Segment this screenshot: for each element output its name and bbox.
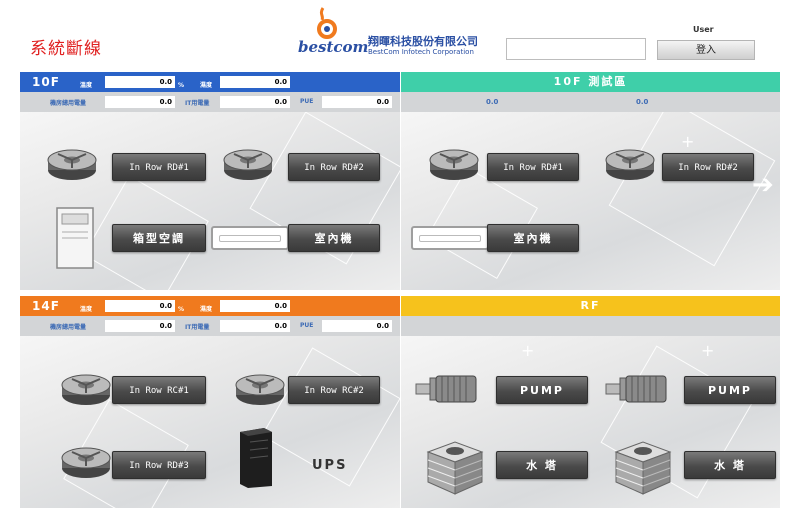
bar-10f-test: 10F 測試區 — [401, 72, 780, 92]
cooling-tower-icon — [614, 441, 672, 495]
in-row-rd3-button-14f[interactable]: In Row RD#3 — [112, 451, 206, 479]
in-row-rd1-button-10f[interactable]: In Row RD#1 — [112, 153, 206, 181]
temp-label-10f: 溫度 — [80, 82, 93, 89]
pue-label-10f: PUE — [300, 98, 314, 105]
in-row-rd2-button-10f[interactable]: In Row RD#2 — [288, 153, 380, 181]
fan-unit-icon — [61, 447, 111, 478]
it-value-14f: 0.0 — [220, 320, 290, 332]
company-name-en: BestCom Infotech Corporation — [368, 48, 474, 56]
test-value-1: 0.0 — [486, 98, 499, 106]
temp-value-10f: 0.0 — [105, 76, 175, 88]
ups-rack-icon — [240, 428, 272, 488]
in-row-rc1-button-14f[interactable]: In Row RC#1 — [112, 376, 206, 404]
company-name-cn: 翔暉科技股份有限公司 — [368, 35, 478, 48]
humid-value-10f: 0.0 — [220, 76, 290, 88]
indoor-unit-button-10f[interactable]: 室內機 — [288, 224, 380, 252]
it-value-10f: 0.0 — [220, 96, 290, 108]
login-button[interactable]: 登入 — [657, 40, 755, 60]
in-row-rc2-button-14f[interactable]: In Row RC#2 — [288, 376, 380, 404]
area-label-10f-test: 10F 測試區 — [553, 75, 628, 88]
pump-button-2[interactable]: PUMP — [684, 376, 776, 404]
pue-label-14f: PUE — [300, 322, 314, 329]
bar-rf: RF — [401, 296, 780, 316]
power-label-10f: 機房總用電量 — [50, 100, 87, 107]
temp-value-14f: 0.0 — [105, 300, 175, 312]
fan-unit-icon — [235, 374, 285, 405]
power-label-14f: 機房總用電量 — [50, 324, 87, 331]
box-ac-button[interactable]: 箱型空調 — [112, 224, 206, 252]
pump-button-1[interactable]: PUMP — [496, 376, 588, 404]
test-value-2: 0.0 — [636, 98, 649, 106]
humid-label-14f: 濕度 — [200, 306, 213, 313]
area-label-rf: RF — [580, 299, 601, 312]
brand-name: bestcom — [298, 38, 369, 56]
indoor-unit-icon — [211, 226, 289, 250]
indoor-unit-button-test[interactable]: 室內機 — [487, 224, 579, 252]
next-arrow-icon[interactable]: ➔ — [752, 170, 774, 200]
pue-value-10f: 0.0 — [322, 96, 392, 108]
metrics-row-10f: 機房總用電量 0.0 IT用電量 0.0 PUE 0.0 — [20, 92, 400, 112]
in-row-rd2-button-test[interactable]: In Row RD#2 — [662, 153, 754, 181]
pump-icon — [415, 375, 477, 403]
it-label-14f: IT用電量 — [185, 324, 210, 331]
bar-10f: 10F 溫度 0.0 % 濕度 0.0 — [20, 72, 400, 92]
water-tower-button-1[interactable]: 水 塔 — [496, 451, 588, 479]
it-label-10f: IT用電量 — [185, 100, 210, 107]
pue-value-14f: 0.0 — [322, 320, 392, 332]
power-value-10f: 0.0 — [105, 96, 175, 108]
fan-unit-icon — [605, 149, 655, 180]
metrics-row-10f-test: 0.0 0.0 — [401, 92, 780, 112]
in-row-rd1-button-test[interactable]: In Row RD#1 — [487, 153, 579, 181]
water-tower-button-2[interactable]: 水 塔 — [684, 451, 776, 479]
floor-label-10f: 10F — [32, 75, 60, 89]
temp-unit-10f: % — [178, 82, 185, 89]
fan-unit-icon — [61, 374, 111, 405]
fan-unit-icon — [223, 149, 273, 180]
indoor-unit-icon — [411, 226, 489, 250]
metrics-row-rf — [401, 316, 780, 336]
bar-14f: 14F 溫度 0.0 % 濕度 0.0 — [20, 296, 400, 316]
temp-label-14f: 溫度 — [80, 306, 93, 313]
fan-unit-icon — [47, 149, 97, 180]
floor-label-14f: 14F — [32, 299, 60, 313]
metrics-row-14f: 機房總用電量 0.0 IT用電量 0.0 PUE 0.0 — [20, 316, 400, 336]
humid-label-10f: 濕度 — [200, 82, 213, 89]
bestcom-logo-icon — [317, 7, 337, 39]
user-input[interactable] — [506, 38, 646, 60]
cooling-tower-icon — [426, 441, 484, 495]
fan-unit-icon — [429, 149, 479, 180]
connection-status-alert: 系統斷線 — [30, 39, 102, 59]
power-value-14f: 0.0 — [105, 320, 175, 332]
temp-unit-14f: % — [178, 306, 185, 313]
ups-label: UPS — [312, 458, 348, 473]
user-label: User — [693, 25, 714, 34]
pump-icon — [605, 375, 667, 403]
cabinet-ac-icon — [56, 207, 94, 269]
humid-value-14f: 0.0 — [220, 300, 290, 312]
